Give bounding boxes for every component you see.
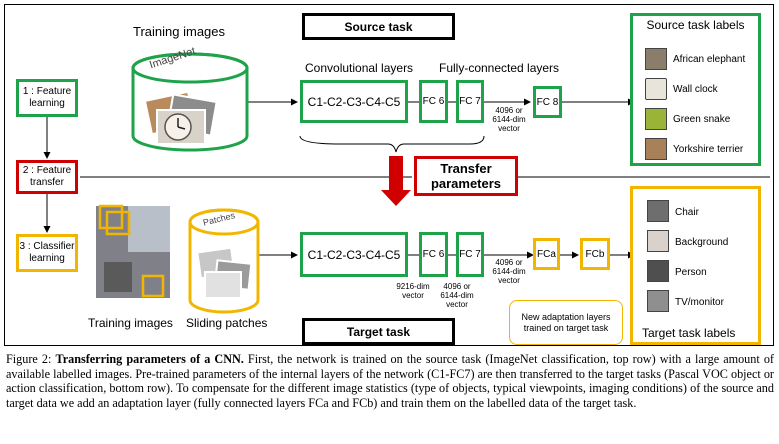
target-label-chair: Chair xyxy=(675,207,699,218)
source-task-box: Source task xyxy=(302,13,455,40)
person-thumbnail xyxy=(647,260,669,282)
target-label-person: Person xyxy=(675,267,707,278)
fcb-bottom: FCb xyxy=(580,238,610,270)
conv-block-top: C1-C2-C3-C4-C5 xyxy=(300,80,408,123)
green-snake-thumbnail xyxy=(645,108,667,130)
source-label-snake: Green snake xyxy=(673,114,731,125)
caption-prefix: Figure 2: xyxy=(6,352,56,366)
source-labels-title: Source task labels xyxy=(646,18,745,32)
source-label-elephant: African elephant xyxy=(673,54,746,65)
figure-caption: Figure 2: Transferring parameters of a C… xyxy=(6,352,774,410)
yorkshire-thumbnail xyxy=(645,138,667,160)
target-label-tv: TV/monitor xyxy=(675,297,724,308)
target-label-background: Background xyxy=(675,237,729,248)
caption-text: First, the network is trained on the sou… xyxy=(6,352,774,410)
fc7-bottom: FC 7 xyxy=(456,232,484,277)
sliding-patches-label: Sliding patches xyxy=(186,316,268,330)
conv-layers-label: Convolutional layers xyxy=(305,61,414,75)
transfer-parameters-box: Transfer parameters xyxy=(414,156,518,196)
fc6-bottom: FC 6 xyxy=(419,232,448,277)
step1-feature-learning: 1 : Feature learning xyxy=(16,79,78,117)
chair-thumbnail xyxy=(647,200,669,222)
fc7-dim-note-top: 4096 or 6144-dim vector xyxy=(492,106,526,133)
adaptation-note: New adaptation layers trained on target … xyxy=(509,300,623,345)
target-task-box: Target task xyxy=(302,318,455,345)
diagram-connectors xyxy=(43,35,770,314)
fc8-top: FC 8 xyxy=(533,86,562,118)
step3-classifier-learning: 3 : Classifier learning xyxy=(16,234,78,272)
fc6-top: FC 6 xyxy=(419,80,448,123)
conv-block-bottom: C1-C2-C3-C4-C5 xyxy=(300,232,408,277)
figure-frame xyxy=(4,4,774,346)
target-labels-title: Target task labels xyxy=(642,326,736,340)
background-thumbnail xyxy=(647,230,669,252)
source-label-clock: Wall clock xyxy=(673,84,718,95)
training-images-label: Training images xyxy=(133,24,226,39)
wall-clock-thumbnail xyxy=(645,78,667,100)
fca-bottom: FCa xyxy=(533,238,560,270)
fc6-dim-note: 4096 or 6144-dim vector xyxy=(440,282,474,309)
step2-feature-transfer: 2 : Feature transfer xyxy=(16,160,78,194)
source-label-terrier: Yorkshire terrier xyxy=(673,144,744,155)
conv-dim-note: 9216-dim vector xyxy=(396,282,430,300)
fc7-dim-note-bottom: 4096 or 6144-dim vector xyxy=(492,258,526,285)
fc-layers-label: Fully-connected layers xyxy=(439,61,560,75)
tv-monitor-thumbnail xyxy=(647,290,669,312)
caption-bold: Transferring parameters of a CNN. xyxy=(55,352,244,366)
fc7-top: FC 7 xyxy=(456,80,484,123)
target-training-images-label: Training images xyxy=(88,316,173,330)
elephant-thumbnail xyxy=(645,48,667,70)
